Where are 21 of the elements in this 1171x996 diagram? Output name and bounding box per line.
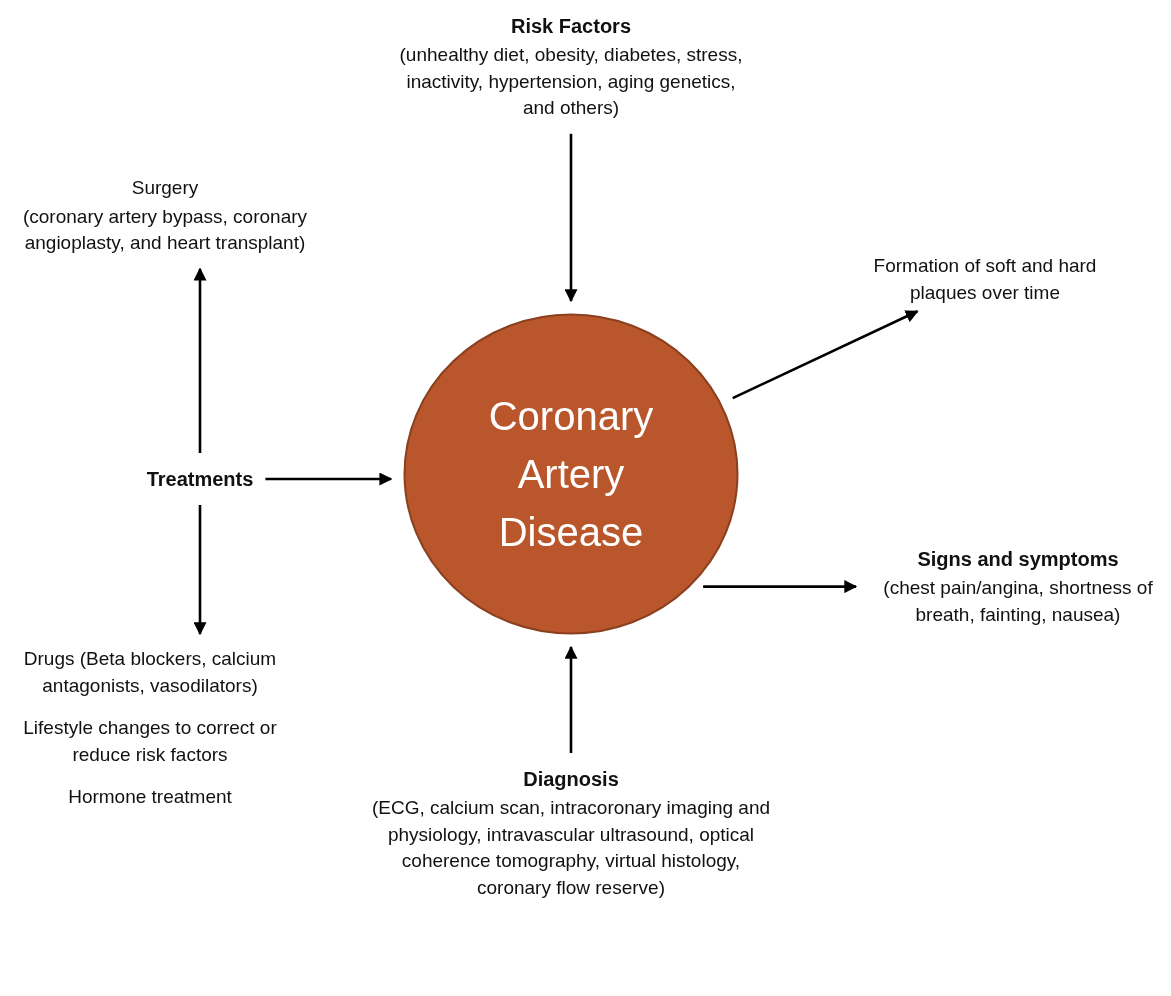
heading: Diagnosis xyxy=(523,767,619,792)
heading: Signs and symptoms xyxy=(917,547,1119,572)
description: Hormone treatment xyxy=(68,785,232,810)
arrow xyxy=(732,310,919,400)
heading: Risk Factors xyxy=(510,14,632,39)
arrow xyxy=(703,580,858,594)
description: Lifestyle changes to correct or reduce risk factors xyxy=(22,716,278,767)
description: (unhealthy diet, obesity, diabetes, stress, inactivity, hypertension, aging genetics, and others) xyxy=(398,43,744,121)
description: (coronary artery bypass, coronary angioplasty, and heart transplant) xyxy=(21,204,309,256)
description: Formation of soft and hard plaques over time xyxy=(872,254,1098,305)
heading: Treatments xyxy=(146,467,254,492)
description: (chest pain/angina, shortness of breath, fainting, nausea) xyxy=(882,576,1154,627)
description: (ECG, calcium scan, intracoronary imaging and physiology, intravascular ultrasound, optical coherence tomography, virtual histology, coronary flow reserve) xyxy=(371,796,771,900)
description: Drugs (Beta blockers, calcium antagonists, vasodilators) xyxy=(22,647,278,698)
arrow xyxy=(265,472,393,486)
arrow xyxy=(193,505,207,636)
disease-name: Coronary Artery Disease xyxy=(487,393,655,556)
arrow xyxy=(193,267,207,453)
description: Surgery xyxy=(131,176,199,200)
arrow xyxy=(564,645,578,753)
arrow xyxy=(564,133,578,303)
